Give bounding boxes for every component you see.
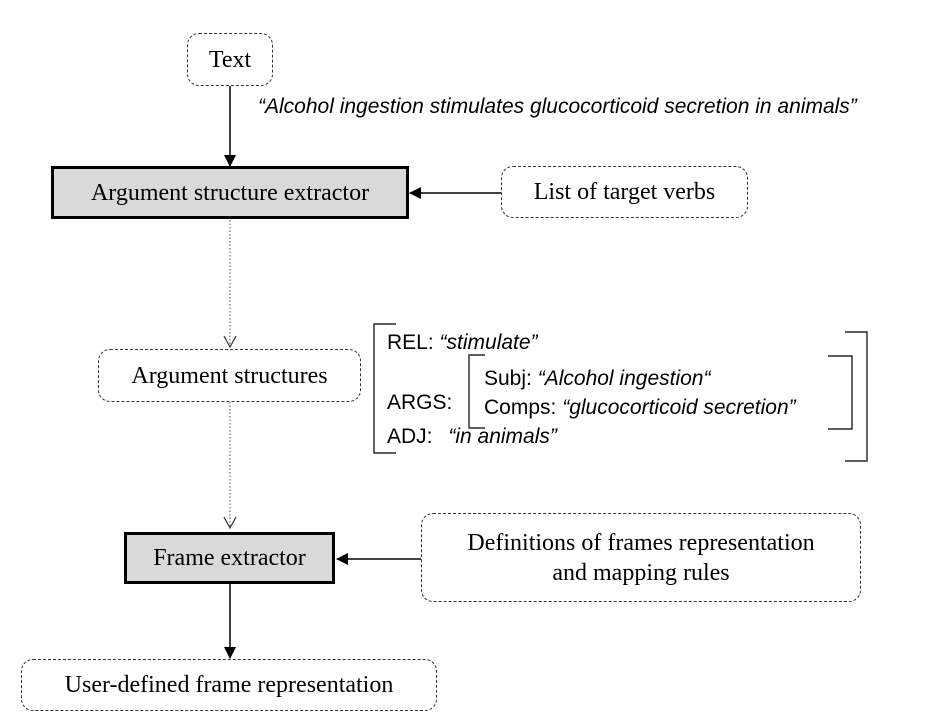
outer-bracket-left (373, 323, 396, 454)
rel-label: REL: (387, 331, 434, 354)
argument-structure-extractor-node: Argument structure extractor (51, 166, 409, 219)
rel-row: REL: “stimulate” (387, 331, 538, 355)
definitions-node: Definitions of frames representation and… (421, 513, 861, 602)
frame-extractor-node: Frame extractor (124, 532, 335, 584)
text-node: Text (187, 33, 273, 86)
example-sentence: “Alcohol ingestion stimulates glucocorti… (258, 95, 857, 118)
target-verbs-node: List of target verbs (501, 166, 748, 218)
target-verbs-label: List of target verbs (533, 179, 716, 205)
comps-row: Comps: “glucocorticoid secretion” (484, 396, 796, 420)
text-node-label: Text (208, 46, 252, 73)
inner-bracket-left (468, 354, 485, 429)
adj-row: ADJ: “in animals” (387, 425, 557, 449)
argument-structure-extractor-label: Argument structure extractor (90, 179, 370, 206)
user-defined-frame-node: User-defined frame representation (21, 659, 437, 711)
frame-extractor-label: Frame extractor (153, 545, 306, 571)
definitions-line1: Definitions of frames representation (467, 529, 815, 556)
definitions-line2: and mapping rules (552, 559, 730, 586)
argument-structures-node: Argument structures (98, 349, 361, 402)
comps-value: “glucocorticoid secretion” (562, 396, 796, 419)
adj-label: ADJ: (387, 425, 433, 448)
subj-row: Subj: “Alcohol ingestion“ (484, 367, 710, 391)
args-label: ARGS: (387, 391, 453, 414)
user-defined-frame-label: User-defined frame representation (64, 672, 394, 698)
rel-value: “stimulate” (439, 331, 538, 354)
comps-label: Comps: (484, 396, 557, 419)
outer-bracket-right (845, 331, 868, 462)
inner-bracket-right (828, 355, 853, 430)
subj-value: “Alcohol ingestion“ (537, 367, 711, 390)
subj-label: Subj: (484, 367, 532, 390)
adj-value: “in animals” (448, 425, 557, 448)
argument-structures-label: Argument structures (131, 362, 328, 389)
